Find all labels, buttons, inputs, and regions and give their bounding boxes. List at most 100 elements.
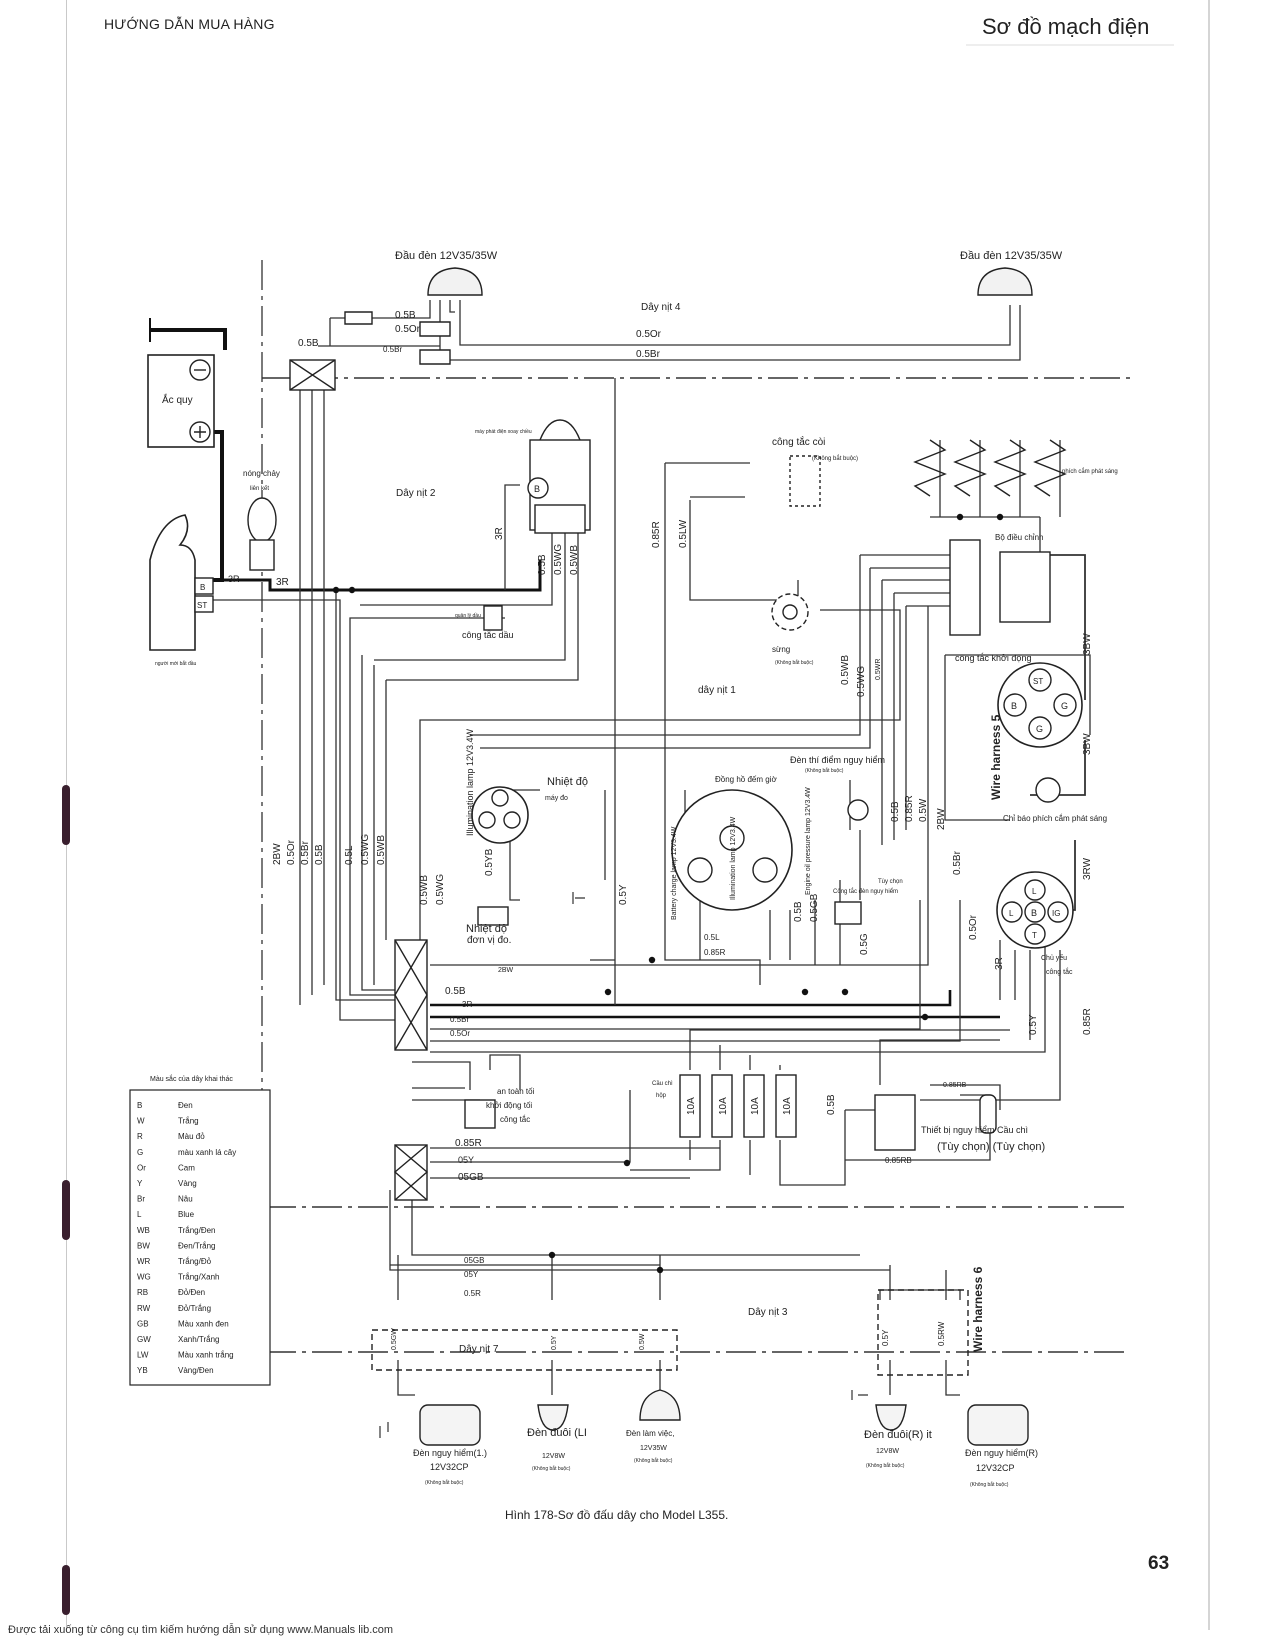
junction-dot <box>656 1266 664 1274</box>
main-switch-sub-label: công tắc <box>1046 967 1073 976</box>
wire-label: 0.5G <box>859 933 870 955</box>
horn-center-icon <box>782 604 798 620</box>
wire-label: 0.85R <box>904 795 915 822</box>
legend-code: RW <box>137 1304 151 1313</box>
glow-plug-bus <box>930 440 1061 555</box>
hazard-lamp-right-icon <box>967 1404 1029 1446</box>
hazard-right-spec: 12V32CP <box>976 1463 1015 1473</box>
legend-code: Or <box>137 1163 146 1172</box>
junction-dot <box>604 988 612 996</box>
legend-color: Đỏ/Đen <box>178 1288 205 1297</box>
legend-color: Vàng <box>178 1179 197 1188</box>
legend-code: Br <box>137 1195 145 1204</box>
battery-charge-rotated-label: Battery charge lamp 12V3.4W <box>671 826 678 920</box>
wires <box>149 260 1130 1396</box>
hazard-lamp-wires <box>849 780 861 900</box>
glow-indicator-icon <box>1035 777 1061 803</box>
reg-wire-2 <box>480 568 871 749</box>
wire-label: 3R <box>994 957 1005 970</box>
fusible-link-icon <box>247 497 277 543</box>
legend-code: LW <box>137 1351 149 1360</box>
main-terminal-l <box>1024 879 1046 901</box>
gen-05WG <box>374 530 566 661</box>
legend-color: Trắng/Đỏ <box>178 1257 212 1266</box>
safety-switch-icon <box>464 1099 496 1129</box>
switch-harness-l <box>944 655 1010 821</box>
junction-dot <box>801 988 809 996</box>
starter-switch-label: công tắc khởi động <box>955 653 1031 663</box>
oil-switch-label: công tắc dầu <box>462 630 514 640</box>
ground-icon <box>379 1422 389 1438</box>
fuse-rating: 10A <box>782 1097 793 1115</box>
legend-title: Màu sắc của dây khai thác <box>150 1074 233 1083</box>
junction-dot <box>648 956 656 964</box>
headlight-wire-or <box>449 300 1011 346</box>
wire-3BW <box>1045 554 1086 700</box>
oil-switch-sub-label: quản lý dầu <box>455 613 481 619</box>
component-labels: Đầu đèn 12V35/35W Đầu đèn 12V35/35W Ắc q… <box>155 250 1118 1153</box>
gauge-bulb <box>503 811 521 829</box>
wire-label: 0.5GW <box>391 1328 398 1350</box>
battery-label: Ắc quy <box>162 393 193 406</box>
wire-label: 0.5WG <box>435 874 446 905</box>
wire-label: 0.85R <box>455 1138 482 1149</box>
switch-st-label: ST <box>1033 677 1043 686</box>
wire-label: 0.5Or <box>286 839 297 865</box>
cluster-wires-3 <box>769 880 841 965</box>
wire-label: 0.5L <box>344 845 355 865</box>
hazard-fuse-icon <box>979 1094 997 1134</box>
wire-label: 0.5W <box>918 798 929 822</box>
bus-ext <box>430 900 1046 1053</box>
junction-dot <box>332 586 340 594</box>
regulator-icon <box>999 551 1051 623</box>
junction-dot <box>841 988 849 996</box>
glow-indicator-label: Chỉ báo phích cắm phát sáng <box>1003 814 1107 823</box>
meter-bulb <box>752 857 778 883</box>
harness-7-box <box>371 1329 678 1371</box>
hazard-left-opt: (Không bắt buộc) <box>425 1479 464 1486</box>
reg-wire-1 <box>470 555 861 736</box>
tail-left-label: Đèn đuôi (LI <box>527 1427 587 1439</box>
wire-label: 0.5R <box>464 1289 481 1298</box>
meter-bulb <box>687 857 713 883</box>
components <box>129 267 1083 1446</box>
wire-label: 0.5RW <box>937 1321 946 1346</box>
legend-color: Trắng <box>178 1117 199 1126</box>
legend-color: Trắng/Đen <box>178 1226 216 1235</box>
glow-plug-icon <box>1033 439 1067 497</box>
main-b-label: B <box>1031 908 1037 918</box>
fuse-box-sub-label: hộp <box>656 1093 667 1099</box>
generator-terminal-icon <box>527 477 549 499</box>
rear-right-frame <box>879 1289 961 1300</box>
generator-pulley <box>539 419 581 441</box>
safety-switch-wires <box>412 1061 480 1101</box>
wire-label: 0.85RB <box>943 1082 967 1089</box>
junction-dot <box>548 1251 556 1259</box>
turn-label: Tùy chọn <box>878 879 903 885</box>
wire-085RB <box>930 1084 1001 1110</box>
legend-color: Đỏ/Trắng <box>178 1304 211 1313</box>
wire-label: 05GB <box>458 1172 484 1183</box>
illum-lamp2-rotated-label: Illumination lamp 12V3.4W <box>730 816 737 900</box>
wire-label: 0.5Br <box>450 1015 469 1024</box>
legend-color: Đen/Trắng <box>178 1241 216 1250</box>
main-terminal-ig <box>1047 901 1069 923</box>
gauge-bulb <box>478 811 496 829</box>
wire-label: 0.5Y <box>1028 1014 1039 1035</box>
wire-label: 0.85R <box>651 521 662 548</box>
glow-plug-icon <box>993 439 1027 497</box>
wire-label: 0.5WR <box>875 659 882 680</box>
legend-code: WR <box>137 1257 151 1266</box>
legend-code: B <box>137 1101 142 1110</box>
ground-icon <box>851 1390 868 1400</box>
generator-base <box>534 504 586 534</box>
legend-color: Trắng/Xanh <box>178 1273 220 1282</box>
connector-cross <box>289 359 336 391</box>
hazard-switch-icon <box>834 901 862 925</box>
harness-6-box <box>877 1289 969 1376</box>
wire-label: 0.5Or <box>636 329 662 340</box>
hazard-pilot-lamp-icon <box>847 799 869 821</box>
hazard-right-label: Đèn nguy hiểm(R) <box>965 1448 1038 1458</box>
wire-label: 0.85R <box>704 948 726 957</box>
main-t-label: T <box>1032 931 1037 940</box>
